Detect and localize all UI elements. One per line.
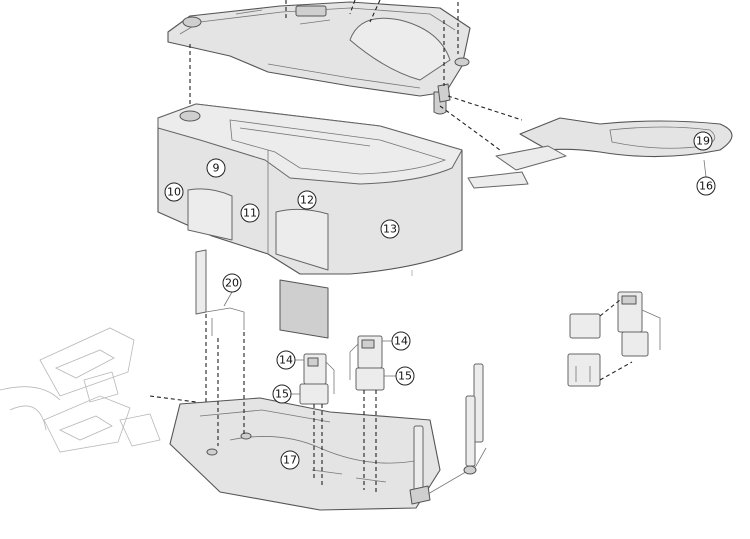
callout-label: 13 — [383, 223, 397, 236]
callout-label: 15 — [398, 370, 412, 383]
callout-label: 16 — [699, 180, 713, 193]
callout-label: 20 — [225, 277, 239, 290]
support-posts — [409, 363, 487, 505]
callout-15-left: 15 — [272, 384, 300, 404]
base-plate — [169, 397, 441, 511]
detail-view-unit — [567, 291, 661, 387]
callout-17: 17 — [280, 450, 300, 470]
ghost-outline — [0, 327, 161, 453]
top-tray — [167, 1, 471, 115]
callout-19: 19 — [693, 131, 713, 151]
callout-12: 12 — [297, 190, 317, 210]
callout-label: 19 — [696, 135, 710, 148]
callout-label: 9 — [213, 162, 220, 175]
callout-label: 14 — [279, 354, 293, 367]
callout-label: 12 — [300, 194, 314, 207]
assembly-leaders — [149, 0, 633, 494]
instrument-unit-left — [299, 353, 335, 405]
callout-label: 10 — [167, 186, 181, 199]
callout-label: 14 — [394, 335, 408, 348]
callout-13: 13 — [380, 219, 400, 239]
callout-16: 16 — [696, 159, 716, 196]
callout-14-right: 14 — [382, 331, 411, 351]
callout-11: 11 — [240, 203, 260, 223]
arm-holder — [195, 249, 245, 336]
panel-insert — [279, 279, 329, 339]
callout-9: 9 — [206, 158, 226, 178]
instrument-unit-right — [349, 335, 385, 391]
cabinet-housing — [157, 103, 463, 276]
callout-label: 17 — [283, 454, 297, 467]
swing-tray — [467, 117, 733, 189]
callout-label: 15 — [275, 388, 289, 401]
callout-14-left: 14 — [276, 350, 304, 370]
callout-20: 20 — [222, 273, 242, 307]
callout-label: 11 — [243, 207, 257, 220]
callout-10: 10 — [164, 182, 184, 202]
callout-15-right: 15 — [384, 366, 415, 386]
